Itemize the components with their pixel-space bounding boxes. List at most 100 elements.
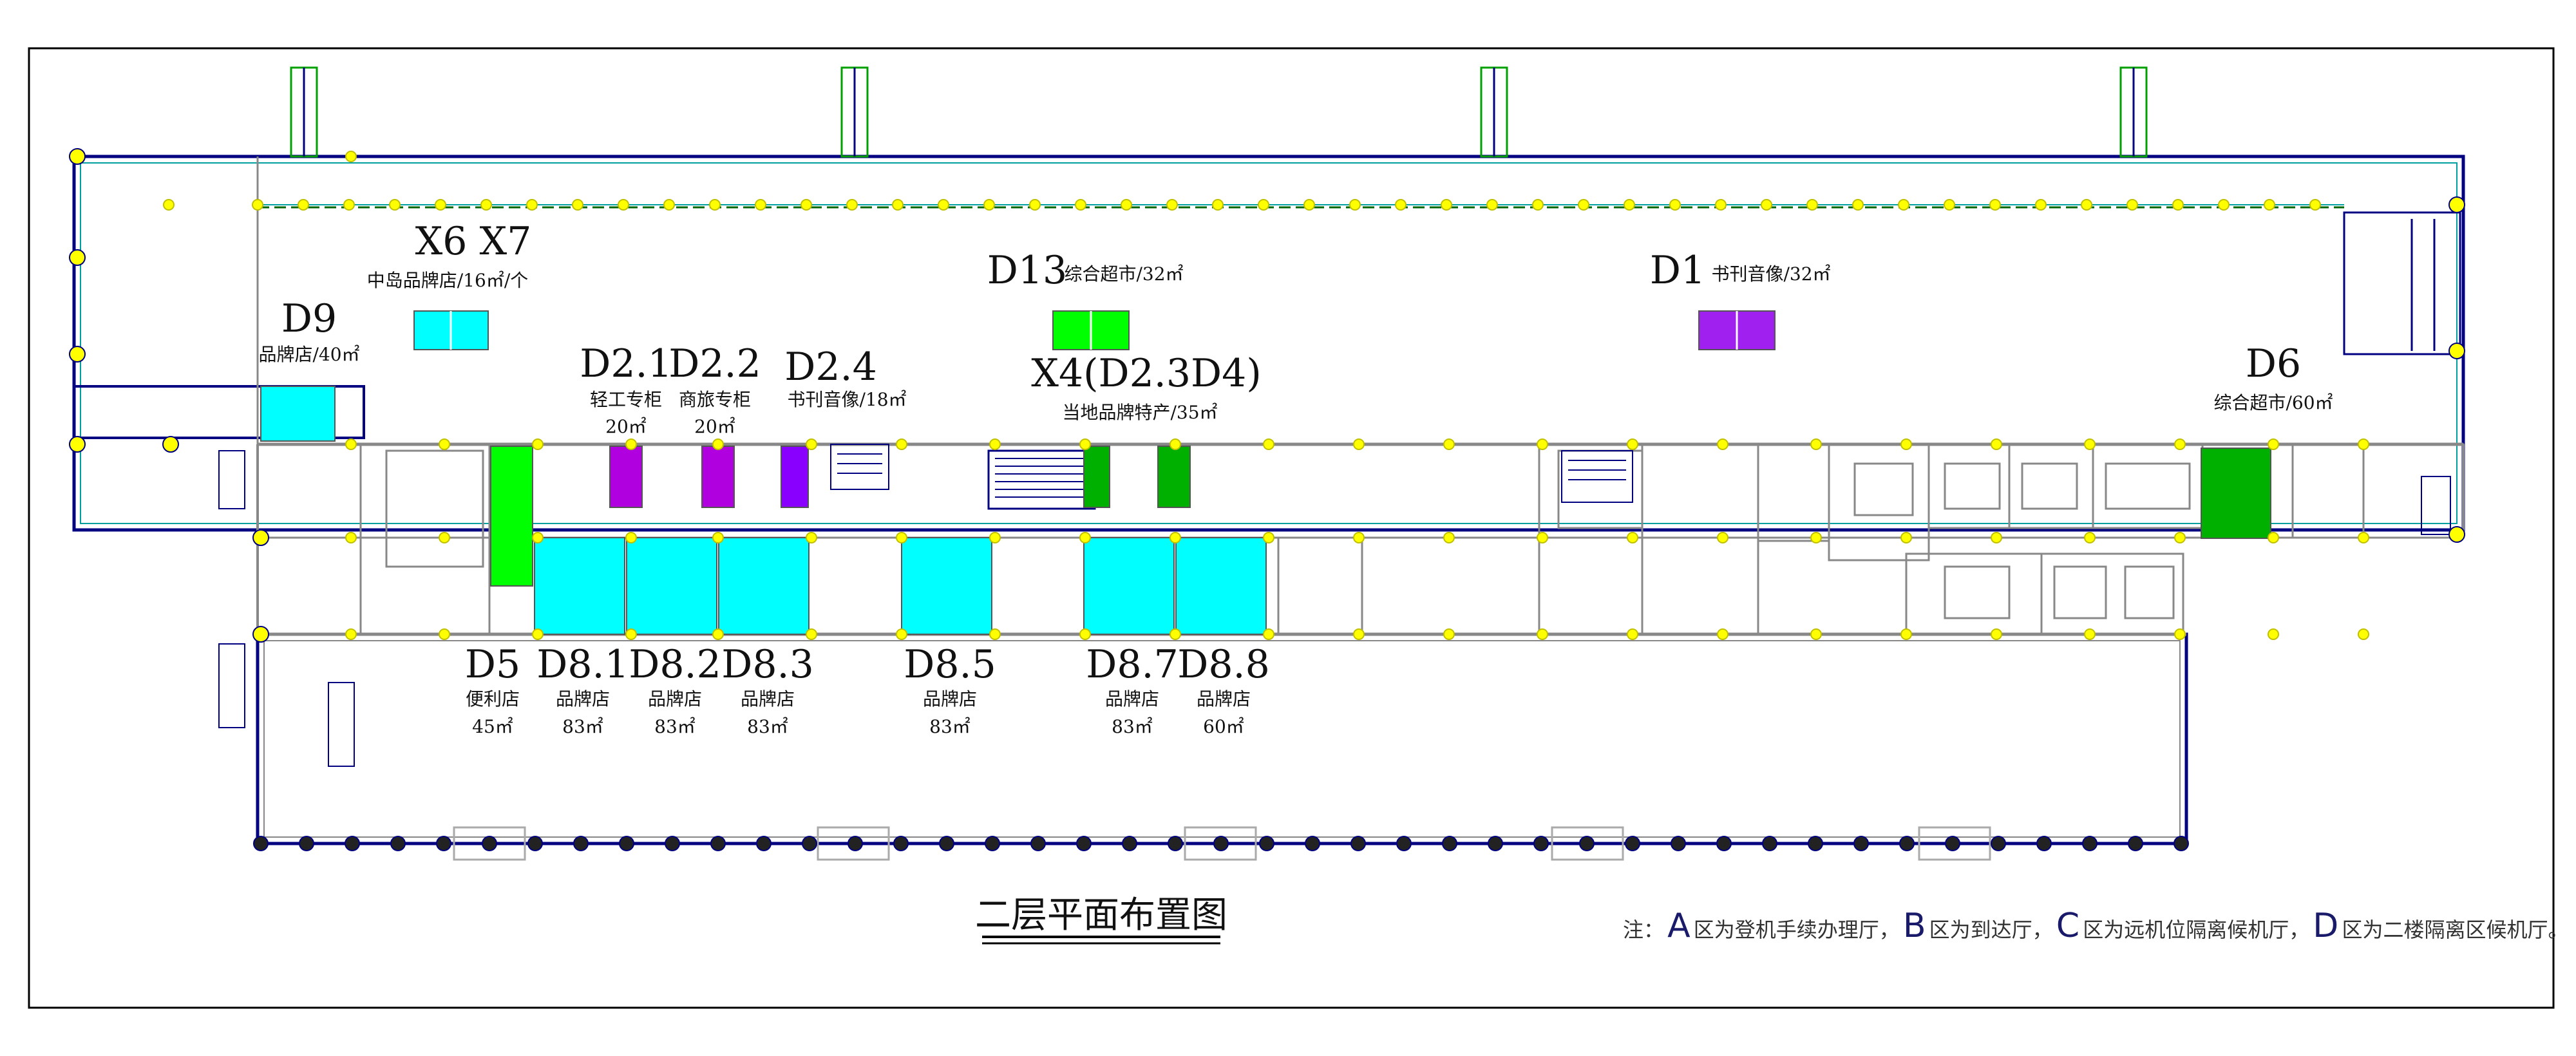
column [1353, 532, 1365, 543]
facade-pillar [69, 148, 86, 165]
column [1717, 532, 1728, 543]
code-d5: D5 [465, 642, 520, 687]
note-letter-a: A [1667, 907, 1690, 945]
column [532, 628, 544, 640]
column [2084, 628, 2096, 640]
column [2081, 199, 2092, 211]
desc-d81: 品牌店 [556, 688, 610, 710]
column [896, 532, 907, 543]
column [435, 199, 446, 211]
zone-d21 [609, 446, 643, 508]
desc-d9: 品牌店/40㎡ [258, 344, 359, 365]
zone-d22 [701, 446, 735, 508]
code-x6x7: X6 X7 [415, 219, 532, 264]
column [2174, 438, 2186, 450]
column [1395, 199, 1406, 211]
area-d87: 83㎡ [1112, 716, 1153, 737]
column [345, 532, 357, 543]
desc-d22: 商旅专柜 [679, 389, 751, 410]
label-d6: D6 综合超市/60㎡ [2213, 341, 2333, 413]
facade-pillar [2448, 343, 2465, 359]
code-d85: D8.5 [904, 642, 996, 687]
area-d21: 20㎡ [605, 416, 647, 437]
column [2035, 199, 2047, 211]
column [1166, 199, 1178, 211]
facade-pillar [1488, 836, 1503, 851]
column [2268, 532, 2279, 543]
column [1170, 628, 1181, 640]
column [2264, 199, 2275, 211]
desc-d87: 品牌店 [1105, 688, 1159, 710]
label-d85: D8.5 品牌店 83㎡ [904, 642, 996, 737]
column [1258, 199, 1269, 211]
column [1263, 438, 1274, 450]
desc-d13: 综合超市/32㎡ [1064, 263, 1183, 285]
note-text-b: 区为到达厅， [1929, 918, 2053, 942]
facade-pillar [2036, 836, 2052, 851]
column [1627, 438, 1638, 450]
area-d83: 83㎡ [747, 716, 788, 737]
column [1121, 199, 1132, 211]
zone-d6 [2201, 448, 2271, 539]
column [625, 532, 637, 543]
facade-pillar [2082, 836, 2098, 851]
facade-pillar [893, 836, 909, 851]
desc-d85: 品牌店 [923, 688, 977, 710]
label-x4: X4(D2.3D4) 当地品牌特产/35㎡ [1031, 351, 1262, 423]
facade-pillar [69, 249, 86, 266]
column [1944, 199, 1955, 211]
column [1443, 532, 1455, 543]
facade-pillar [1213, 836, 1229, 851]
facade-pillar [1122, 836, 1137, 851]
facade-pillar [1853, 836, 1869, 851]
column [532, 532, 544, 543]
column [572, 199, 583, 211]
code-d9: D9 [281, 296, 337, 341]
column [1991, 532, 2002, 543]
escalators [218, 444, 2451, 767]
area-d85: 83㎡ [929, 716, 971, 737]
code-d83: D8.3 [721, 642, 814, 687]
label-d81: D8.1 品牌店 83㎡ [536, 642, 629, 737]
column [1761, 199, 1772, 211]
facade-pillar [2448, 196, 2465, 213]
facade-pillar [619, 836, 634, 851]
column [800, 199, 812, 211]
column [1852, 199, 1864, 211]
column [1810, 532, 1822, 543]
column [480, 199, 492, 211]
facade-pillar [802, 836, 817, 851]
column [1263, 628, 1274, 640]
column [938, 199, 949, 211]
column [1353, 438, 1365, 450]
column [1900, 532, 1912, 543]
column [2218, 199, 2230, 211]
code-x4: X4(D2.3D4) [1031, 351, 1262, 396]
column [1717, 438, 1728, 450]
column [2358, 628, 2369, 640]
column [1170, 438, 1181, 450]
facade-pillar [710, 836, 726, 851]
facade-pillar [756, 836, 772, 851]
area-d88: 60㎡ [1203, 716, 1244, 737]
facade-pillar [1259, 836, 1274, 851]
note-prefix: 注： [1623, 918, 1664, 942]
code-d24: D2.4 [784, 344, 877, 390]
zone-d9 [260, 386, 336, 442]
column [2309, 199, 2321, 211]
area-d22: 20㎡ [694, 416, 735, 437]
desc-x4: 当地品牌特产/35㎡ [1062, 402, 1217, 423]
zone-x4a [1083, 446, 1110, 508]
column [439, 438, 450, 450]
column [1537, 628, 1548, 640]
column [1810, 438, 1822, 450]
desc-d21: 轻工专柜 [590, 389, 662, 410]
facade-pillar [1533, 836, 1549, 851]
note-text-c: 区为远机位隔离候机厅， [2083, 918, 2309, 942]
column [1806, 199, 1818, 211]
note-text-d: 区为二楼隔离区候机厅。 [2342, 918, 2568, 942]
drawing-frame [28, 47, 2555, 1009]
column [345, 628, 357, 640]
facade-pillar [390, 836, 406, 851]
